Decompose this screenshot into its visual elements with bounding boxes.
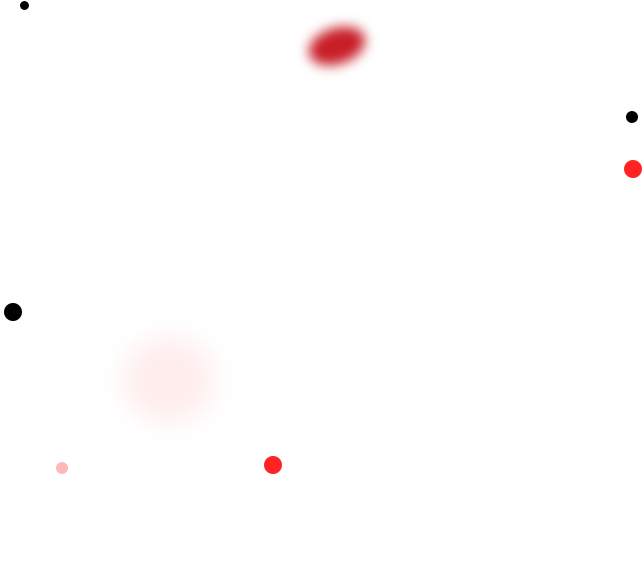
pink-dot-bottom-left bbox=[56, 462, 68, 474]
blurred-pink-blob bbox=[124, 338, 214, 422]
black-dot-left bbox=[4, 303, 22, 321]
red-dot-bottom bbox=[264, 456, 282, 474]
red-dot-right bbox=[624, 160, 642, 178]
black-dot-right bbox=[626, 111, 638, 123]
blurred-red-blob bbox=[303, 19, 371, 73]
black-dot-top-left bbox=[20, 1, 29, 10]
